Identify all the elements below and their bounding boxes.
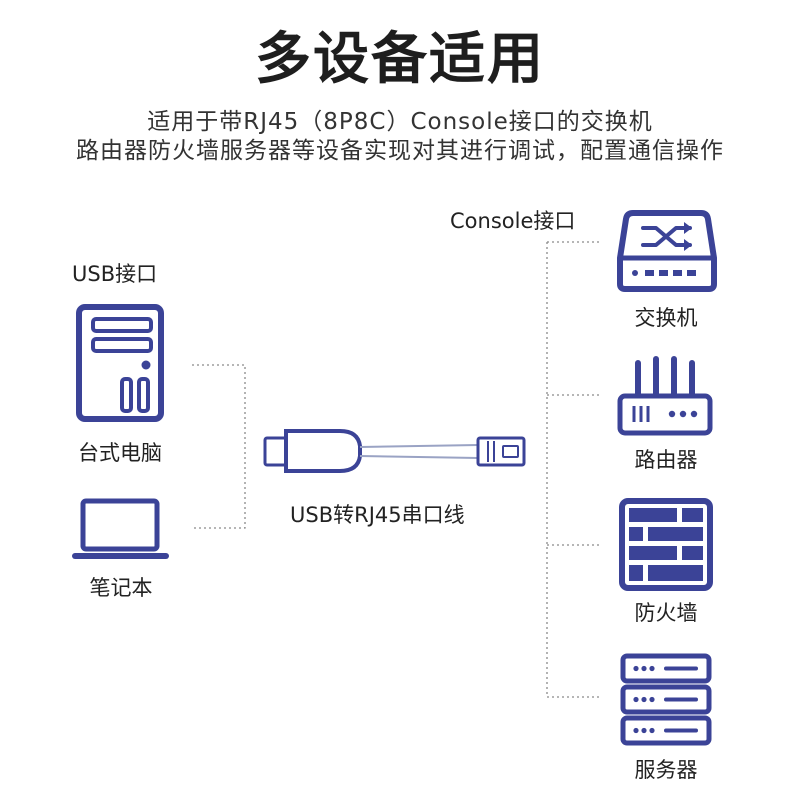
right-connector-lines xyxy=(546,241,600,698)
subtitle-line-2: 路由器防火墙服务器等设备实现对其进行调试，配置通信操作 xyxy=(76,138,724,164)
network-switch-icon xyxy=(617,210,717,292)
laptop-label: 笔记本 xyxy=(89,576,153,600)
router-icon xyxy=(617,356,713,436)
left-connector-line xyxy=(192,364,246,529)
usb-port-label: USB接口 xyxy=(72,262,158,286)
cable-label: USB转RJ45串口线 xyxy=(290,503,465,527)
server-label: 服务器 xyxy=(634,758,698,782)
switch-label: 交换机 xyxy=(634,306,698,330)
console-port-label: Console接口 xyxy=(450,209,576,233)
firewall-icon xyxy=(619,498,713,591)
server-icon xyxy=(620,653,712,746)
laptop-icon xyxy=(72,498,169,559)
desktop-tower-icon xyxy=(76,304,164,422)
page-title: 多设备适用 xyxy=(255,27,545,92)
router-label: 路由器 xyxy=(634,448,698,472)
subtitle-line-1: 适用于带RJ45（8P8C）Console接口的交换机 xyxy=(147,109,653,135)
usb-to-rj45-cable-icon xyxy=(263,429,526,473)
firewall-label: 防火墙 xyxy=(634,601,698,625)
desktop-label: 台式电脑 xyxy=(78,441,162,465)
